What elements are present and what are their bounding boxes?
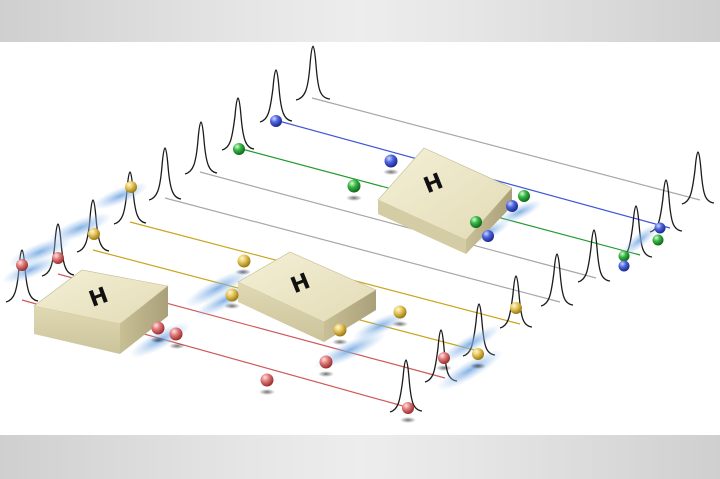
- photon-blue: [482, 230, 494, 242]
- shadow: [235, 269, 251, 275]
- photon-yellow: [238, 255, 251, 268]
- shadow: [150, 337, 166, 343]
- photon-green: [619, 251, 630, 262]
- shadow: [400, 417, 416, 423]
- pulse-3: [222, 98, 254, 150]
- shadow: [224, 303, 240, 309]
- shadow: [346, 195, 362, 201]
- shadow: [392, 321, 408, 327]
- shadow: [383, 169, 399, 175]
- quantum-photonic-circuit-diagram: H H H: [0, 42, 720, 435]
- shadow: [470, 363, 486, 369]
- diagram-canvas: H H H: [0, 42, 720, 435]
- bottom-gray-band: [0, 435, 720, 479]
- photon-blue: [619, 261, 630, 272]
- shadow: [318, 371, 334, 377]
- glow-1: [89, 177, 151, 214]
- photon-green: [348, 180, 361, 193]
- pulse-2: [260, 70, 292, 122]
- photon-red: [52, 252, 64, 264]
- shadow: [436, 365, 452, 371]
- photon-red: [320, 356, 333, 369]
- shadow: [332, 339, 348, 345]
- photon-yellow: [472, 348, 484, 360]
- photon-green: [518, 190, 530, 202]
- photon-green: [470, 216, 482, 228]
- photon-green: [233, 143, 245, 155]
- photon-red: [402, 402, 414, 414]
- photon-blue: [385, 155, 398, 168]
- photon-blue: [655, 223, 666, 234]
- photon-yellow: [510, 302, 522, 314]
- photon-yellow: [226, 289, 239, 302]
- pulse-1: [296, 46, 330, 100]
- photon-yellow: [125, 181, 137, 193]
- photons: [16, 115, 666, 414]
- photon-yellow: [334, 324, 347, 337]
- pulse-4: [185, 122, 217, 174]
- shadow: [169, 343, 185, 349]
- photon-blue: [506, 200, 518, 212]
- photon-red: [170, 328, 183, 341]
- photon-yellow: [88, 228, 100, 240]
- photon-red: [152, 322, 165, 335]
- gray-rail-1: [312, 98, 700, 200]
- photon-blue: [270, 115, 282, 127]
- photon-green: [653, 235, 664, 246]
- shadow: [259, 389, 275, 395]
- photon-red: [261, 374, 274, 387]
- photon-red: [16, 259, 28, 271]
- top-gray-band: [0, 0, 720, 42]
- photon-yellow: [394, 306, 407, 319]
- waveguide-rails: [22, 98, 700, 408]
- pulse-5: [149, 148, 181, 200]
- photon-red: [438, 352, 450, 364]
